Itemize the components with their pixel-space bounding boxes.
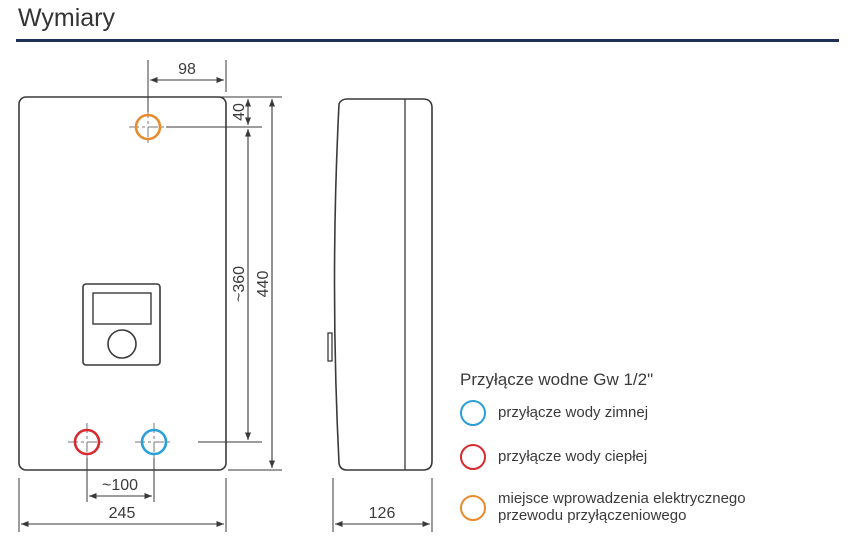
- legend-items: przyłącze wody zimnej przyłącze wody ciep…: [458, 400, 838, 532]
- legend-label-line: przyłącze wody ciepłej: [498, 448, 648, 465]
- dim-connection-spacing: ~100: [102, 477, 138, 494]
- legend-label: przyłącze wody ciepłej: [498, 448, 647, 465]
- extension-lines: [18, 60, 433, 532]
- dim-top-offset: 98: [178, 61, 196, 78]
- dim-top-margin: 40: [231, 103, 248, 121]
- front-body-outline: [18, 96, 227, 471]
- legend-ring-icon: [460, 495, 486, 521]
- legend-label: przyłącze wody zimnej: [498, 404, 648, 421]
- connection-legend: Przyłącze wodne Gw 1/2" przyłącze wody z…: [458, 370, 838, 532]
- page-title: Wymiary: [18, 4, 115, 32]
- control-knob: [107, 329, 137, 359]
- legend-ring-icon: [460, 444, 486, 470]
- legend-item: przyłącze wody zimnej: [458, 400, 838, 444]
- control-panel: [82, 283, 161, 366]
- dim-width: 245: [109, 505, 136, 522]
- side-view: [327, 98, 433, 471]
- legend-item: przyłącze wody ciepłej: [458, 444, 838, 488]
- display-window: [92, 292, 152, 325]
- side-mounting-tab: [327, 332, 333, 362]
- dim-total-height: 440: [255, 271, 272, 298]
- dim-inner-height: ~360: [231, 266, 248, 302]
- cold-water-marker: [135, 423, 173, 461]
- electric-entry-marker: [129, 108, 167, 146]
- legend-label-line: miejsce wprowadzenia elektrycznego: [498, 490, 746, 507]
- legend-ring-icon: [460, 400, 486, 426]
- hot-water-marker: [68, 423, 106, 461]
- dim-depth: 126: [369, 505, 396, 522]
- dimension-lines: [21, 76, 430, 528]
- side-body-outline: [333, 98, 433, 471]
- front-view: [18, 96, 227, 471]
- legend-label-line: przyłącze wody zimnej: [498, 404, 649, 421]
- legend-label-line: przewodu przyłączeniowego: [498, 507, 687, 524]
- legend-title: Przyłącze wodne Gw 1/2": [460, 370, 654, 389]
- title-rule: [16, 39, 839, 42]
